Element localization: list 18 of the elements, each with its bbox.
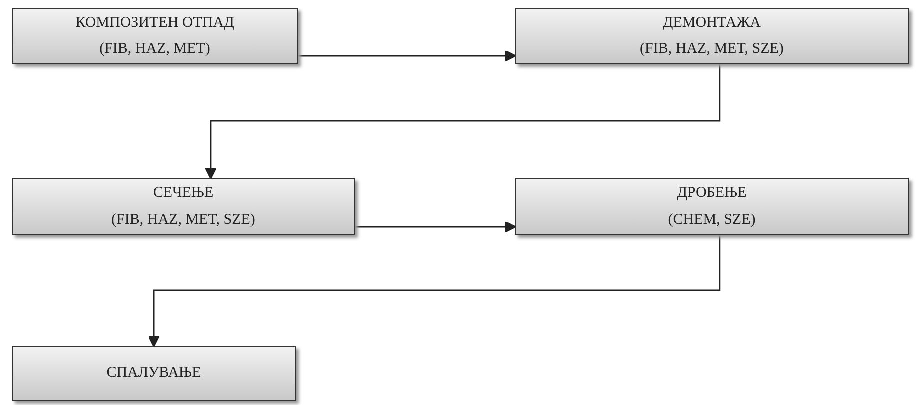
step-label: (FIB, HAZ, MET) xyxy=(100,40,210,59)
process-box xyxy=(515,178,909,235)
arrow xyxy=(148,235,721,348)
process-box xyxy=(12,178,355,235)
step-label: ДЕМОНТАЖА xyxy=(663,14,761,33)
arrow xyxy=(355,221,517,233)
arrow xyxy=(205,64,721,180)
process-box xyxy=(515,8,909,64)
step-label: СЕЧЕЊЕ xyxy=(153,184,214,204)
step-label: СПАЛУВАЊЕ xyxy=(106,364,202,384)
step-label: КОМПОЗИТЕН ОТПАД xyxy=(76,14,234,33)
arrow xyxy=(298,50,517,62)
step-label: (FIB, HAZ, MET, SZE) xyxy=(112,210,256,230)
process-box xyxy=(12,8,298,64)
step-label: (CHEM, SZE) xyxy=(668,210,756,230)
step-label: (FIB, HAZ, MET, SZE) xyxy=(640,40,784,59)
step-label: ДРОБЕЊЕ xyxy=(677,184,747,204)
process-box xyxy=(12,346,296,401)
